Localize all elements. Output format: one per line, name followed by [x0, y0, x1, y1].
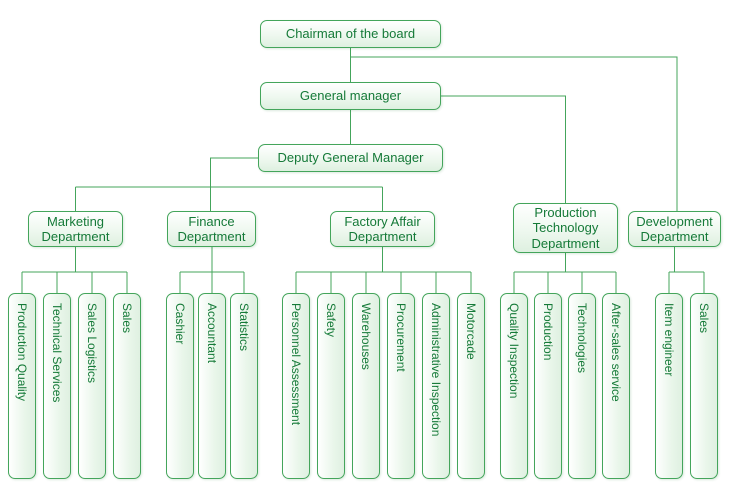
leaf-warehouses: Warehouses	[352, 293, 380, 479]
leaf-sales-marketing: Sales	[113, 293, 141, 479]
leaf-procurement: Procurement	[387, 293, 415, 479]
leaf-label: Sales	[697, 303, 711, 334]
leaf-accountant: Accountant	[198, 293, 226, 479]
leaf-label: Safety	[324, 303, 338, 338]
dept-development: Development Department	[628, 211, 721, 247]
leaf-production-quality: Production Quality	[8, 293, 36, 479]
org-node-general-manager: General manager	[260, 82, 441, 110]
leaf-label: Personnel Assessment	[289, 303, 303, 426]
leaf-quality-inspection: Quality Inspection	[500, 293, 528, 479]
leaf-label: Cashier	[173, 303, 187, 345]
leaf-label: After-sales service	[609, 303, 623, 402]
leaf-label: Procurement	[394, 303, 408, 372]
org-node-chairman: Chairman of the board	[260, 20, 441, 48]
org-node-deputy-general-manager: Deputy General Manager	[258, 144, 443, 172]
leaf-cashier: Cashier	[166, 293, 194, 479]
leaf-sales-development: Sales	[690, 293, 718, 479]
leaf-administrative-inspection: Administrative Inspection	[422, 293, 450, 479]
leaf-label: Sales	[120, 303, 134, 334]
leaf-item-engineer: Item engineer	[655, 293, 683, 479]
leaf-personnel-assessment: Personnel Assessment	[282, 293, 310, 479]
leaf-technologies: Technologies	[568, 293, 596, 479]
leaf-technical-services: Technical Services	[43, 293, 71, 479]
leaf-label: Technical Services	[50, 303, 64, 403]
leaf-safety: Safety	[317, 293, 345, 479]
leaf-label: Quality Inspection	[507, 303, 521, 399]
dept-marketing: Marketing Department	[28, 211, 123, 247]
leaf-label: Motorcade	[464, 303, 478, 360]
dept-finance: Finance Department	[167, 211, 256, 247]
leaf-label: Administrative Inspection	[429, 303, 443, 437]
leaf-label: Warehouses	[359, 303, 373, 370]
leaf-sales-logistics: Sales Logistics	[78, 293, 106, 479]
leaf-production: Production	[534, 293, 562, 479]
leaf-statistics: Statistics	[230, 293, 258, 479]
dept-production-technology: Production Technology Department	[513, 203, 618, 253]
leaf-label: Technologies	[575, 303, 589, 374]
leaf-label: Statistics	[237, 303, 251, 352]
dept-factory-affair: Factory Affair Department	[330, 211, 435, 247]
leaf-label: Sales Logistics	[85, 303, 99, 384]
leaf-after-sales-service: After-sales service	[602, 293, 630, 479]
leaf-label: Accountant	[205, 303, 219, 364]
leaf-motorcade: Motorcade	[457, 293, 485, 479]
leaf-label: Production Quality	[15, 303, 29, 402]
leaf-label: Item engineer	[662, 303, 676, 377]
leaf-label: Production	[541, 303, 555, 361]
